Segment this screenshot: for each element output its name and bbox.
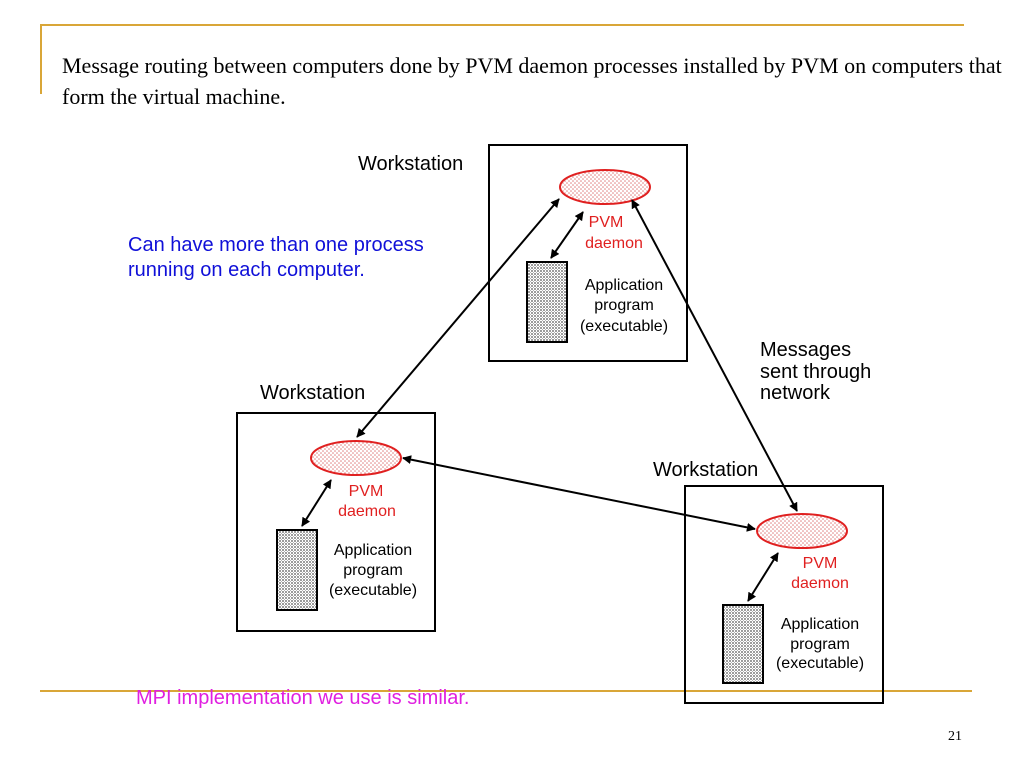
app-label-line3: (executable) [776,655,864,672]
workstation-label: Workstation [358,153,463,175]
app-label-line3: (executable) [580,318,668,335]
app-label-line1: Application [585,277,663,294]
workstation-label: Workstation [653,459,758,481]
app-label-line3: (executable) [329,582,417,599]
workstation-left: Workstation PVM daemon Application progr… [236,382,436,632]
application-program-block [722,604,764,684]
slide-title: Message routing between computers done b… [62,53,1002,109]
daemon-label-line1: PVM [803,555,838,572]
app-label-line2: program [790,636,850,653]
workstation-right: Workstation PVM daemon Application progr… [653,459,884,704]
application-program-block [276,529,318,611]
pvm-daemon-ellipse [756,513,848,549]
slide-left-rule [40,24,42,94]
note-line: running on each computer. [128,259,365,281]
daemon-label-line2: daemon [585,235,643,252]
app-label-line1: Application [334,542,412,559]
network-label-line2: sent through [760,361,871,383]
daemon-label-line1: PVM [589,214,624,231]
daemon-label-line2: daemon [791,575,849,592]
app-label-line2: program [594,297,654,314]
note-multiple-processes: Can have more than one process running o… [128,233,508,283]
pvm-daemon-ellipse [310,440,402,476]
slide-top-rule [40,24,964,26]
note-mpi-similar: MPI implementation we use is similar. [136,687,470,709]
app-daemon-arrow [550,211,584,259]
network-label-line3: network [760,382,831,404]
network-arrow-top-left [356,198,560,438]
pvm-daemon-ellipse [559,169,651,205]
app-label-line1: Application [781,616,859,633]
note-line: Can have more than one process [128,234,424,256]
workstation-label: Workstation [260,382,365,404]
network-arrow-left-right [402,455,756,532]
page-number: 21 [948,729,962,744]
application-program-block [526,261,568,343]
network-arrow-top-right [631,199,798,512]
network-label-line1: Messages [760,339,851,361]
daemon-label-line1: PVM [349,483,384,500]
app-label-line2: program [343,562,403,579]
slide-bottom-rule [40,690,972,692]
app-daemon-arrow [301,479,332,527]
daemon-label-line2: daemon [338,503,396,520]
app-daemon-arrow [747,552,779,602]
